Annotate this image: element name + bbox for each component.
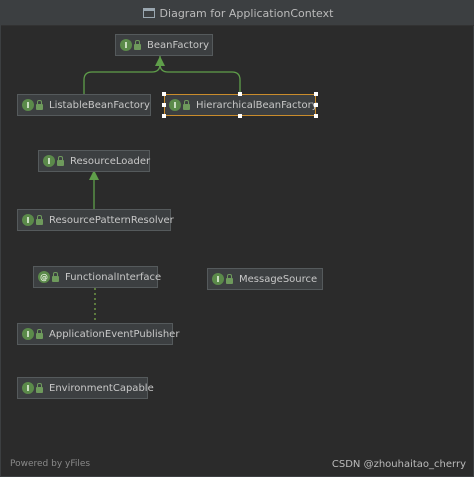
node-label: BeanFactory xyxy=(147,39,210,51)
node-application-event-publisher[interactable]: I ApplicationEventPublisher xyxy=(17,323,179,345)
node-label: ApplicationEventPublisher xyxy=(49,328,180,340)
selection-handle[interactable] xyxy=(162,103,166,107)
arrowhead-beanfactory xyxy=(155,56,165,66)
watermark-label: CSDN @zhouhaitao_cherry xyxy=(331,459,466,470)
selection-handle[interactable] xyxy=(238,114,242,118)
node-label: MessageSource xyxy=(239,273,318,285)
arrowhead-resourceloader xyxy=(89,170,99,180)
lock-icon xyxy=(226,273,233,284)
selection-handle[interactable] xyxy=(314,114,318,118)
node-label: ResourcePatternResolver xyxy=(49,214,174,226)
lock-icon xyxy=(36,328,43,339)
node-label: ListableBeanFactory xyxy=(49,99,150,111)
interface-icon: I xyxy=(22,99,34,111)
lock-icon xyxy=(36,214,43,225)
node-environment-capable[interactable]: I EnvironmentCapable xyxy=(17,377,154,399)
node-label: EnvironmentCapable xyxy=(49,382,154,394)
node-listable-bean-factory[interactable]: I ListableBeanFactory xyxy=(17,94,151,116)
interface-icon: I xyxy=(22,214,34,226)
node-hierarchical-bean-factory[interactable]: I HierarchicalBeanFactory xyxy=(164,94,318,116)
interface-icon: I xyxy=(120,39,132,51)
lock-icon xyxy=(52,271,59,282)
title-bar: Diagram for ApplicationContext xyxy=(1,1,474,26)
node-resource-loader[interactable]: I ResourceLoader xyxy=(38,150,150,172)
lock-icon xyxy=(36,99,43,110)
interface-icon: I xyxy=(212,273,224,285)
powered-by-label: Powered by yFiles xyxy=(10,459,91,469)
node-label: HierarchicalBeanFactory xyxy=(196,99,318,111)
node-resource-pattern-resolver[interactable]: I ResourcePatternResolver xyxy=(17,209,174,231)
lock-icon xyxy=(134,39,141,50)
node-functional-interface[interactable]: @ FunctionalInterface xyxy=(33,266,162,288)
selection-handle[interactable] xyxy=(162,92,166,96)
interface-icon: I xyxy=(22,328,34,340)
selection-handle[interactable] xyxy=(162,114,166,118)
node-label: ResourceLoader xyxy=(70,155,151,167)
window-title: Diagram for ApplicationContext xyxy=(159,6,334,20)
lock-icon xyxy=(183,99,190,110)
node-bean-factory[interactable]: I BeanFactory xyxy=(115,34,213,56)
selection-handle[interactable] xyxy=(314,103,318,107)
selection-handle[interactable] xyxy=(314,92,318,96)
lock-icon xyxy=(57,155,64,166)
lock-icon xyxy=(36,382,43,393)
node-label: FunctionalInterface xyxy=(65,271,162,283)
interface-icon: I xyxy=(43,155,55,167)
node-message-source[interactable]: I MessageSource xyxy=(207,268,323,290)
annotation-icon: @ xyxy=(38,271,50,283)
diagram-icon xyxy=(142,8,155,18)
interface-icon: I xyxy=(22,382,34,394)
interface-icon: I xyxy=(169,99,181,111)
selection-handle[interactable] xyxy=(238,92,242,96)
